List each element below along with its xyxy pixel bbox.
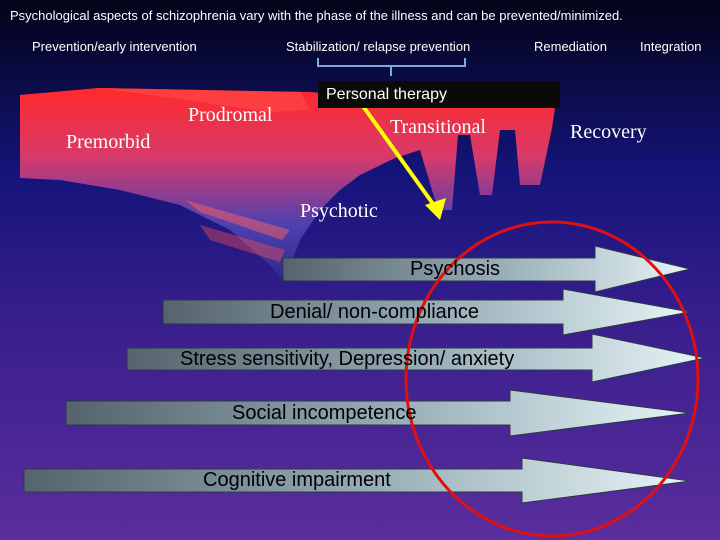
arrow-social <box>65 389 691 437</box>
slide-title: Psychological aspects of schizophrenia v… <box>10 8 623 23</box>
phase-prevention: Prevention/early intervention <box>32 39 197 54</box>
arrow-label-stress: Stress sensitivity, Depression/ anxiety <box>180 348 515 370</box>
arrow-psychosis <box>282 245 691 293</box>
arrow-label-cognitive: Cognitive impairment <box>203 469 391 491</box>
personal-therapy-label: Personal therapy <box>326 85 447 103</box>
phase-integration: Integration <box>640 39 702 54</box>
stage-prodromal: Prodromal <box>188 104 273 126</box>
phase-stabilization: Stabilization/ relapse prevention <box>286 39 471 54</box>
stage-premorbid: Premorbid <box>66 131 151 153</box>
symptom-arrows <box>23 245 706 504</box>
arrow-denial <box>162 288 691 336</box>
arrow-cognitive <box>23 457 691 504</box>
illness-course-funnel <box>20 88 555 282</box>
highlight-circle <box>404 220 700 538</box>
stage-recovery: Recovery <box>570 121 647 143</box>
arrow-label-social: Social incompetence <box>232 402 417 424</box>
stage-psychotic: Psychotic <box>300 200 378 222</box>
arrow-stress <box>126 333 706 383</box>
personal-therapy-box: Personal therapy <box>318 81 560 108</box>
stabilization-bracket <box>317 58 466 76</box>
arrow-label-denial: Denial/ non-compliance <box>270 301 480 323</box>
stage-transitional: Transitional <box>390 116 486 138</box>
phase-remediation: Remediation <box>534 39 607 54</box>
therapy-pointer-arrow <box>358 100 446 220</box>
arrow-label-psychosis: Psychosis <box>410 258 501 280</box>
